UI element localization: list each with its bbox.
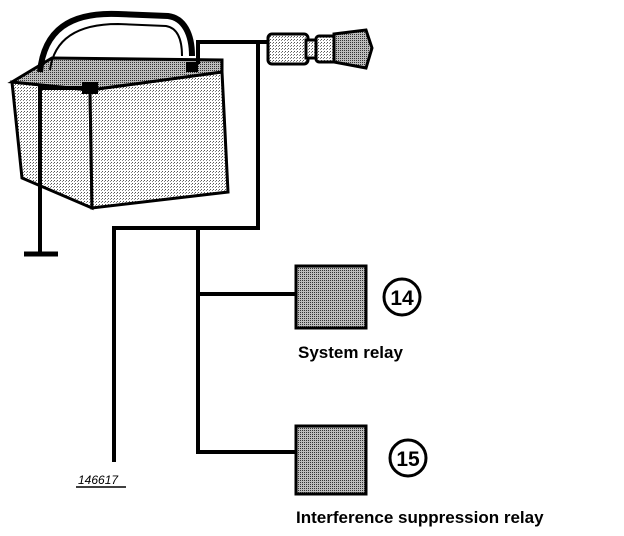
battery-handle bbox=[37, 10, 195, 73]
connector-plug bbox=[266, 28, 374, 70]
battery bbox=[7, 10, 230, 211]
battery-side-face bbox=[10, 80, 94, 211]
ground-strap bbox=[24, 86, 90, 257]
system-relay-number: 14 bbox=[390, 287, 414, 310]
interference-relay-number-circle bbox=[388, 438, 428, 478]
positive-wire bbox=[112, 40, 272, 462]
system-relay-number-circle bbox=[382, 277, 422, 317]
system-relay-label: System relay bbox=[298, 343, 403, 362]
interference-relay-label: Interference suppression relay bbox=[296, 508, 544, 527]
system-relay-box bbox=[294, 264, 368, 330]
relay-feed-wire bbox=[196, 228, 296, 454]
reference-code: 146617 bbox=[78, 473, 119, 487]
interference-relay-box bbox=[294, 424, 368, 496]
interference-relay-number: 15 bbox=[396, 448, 420, 471]
battery-front-face bbox=[88, 70, 230, 210]
battery-terminal-positive bbox=[186, 62, 198, 72]
battery-handle-inner bbox=[49, 22, 183, 71]
